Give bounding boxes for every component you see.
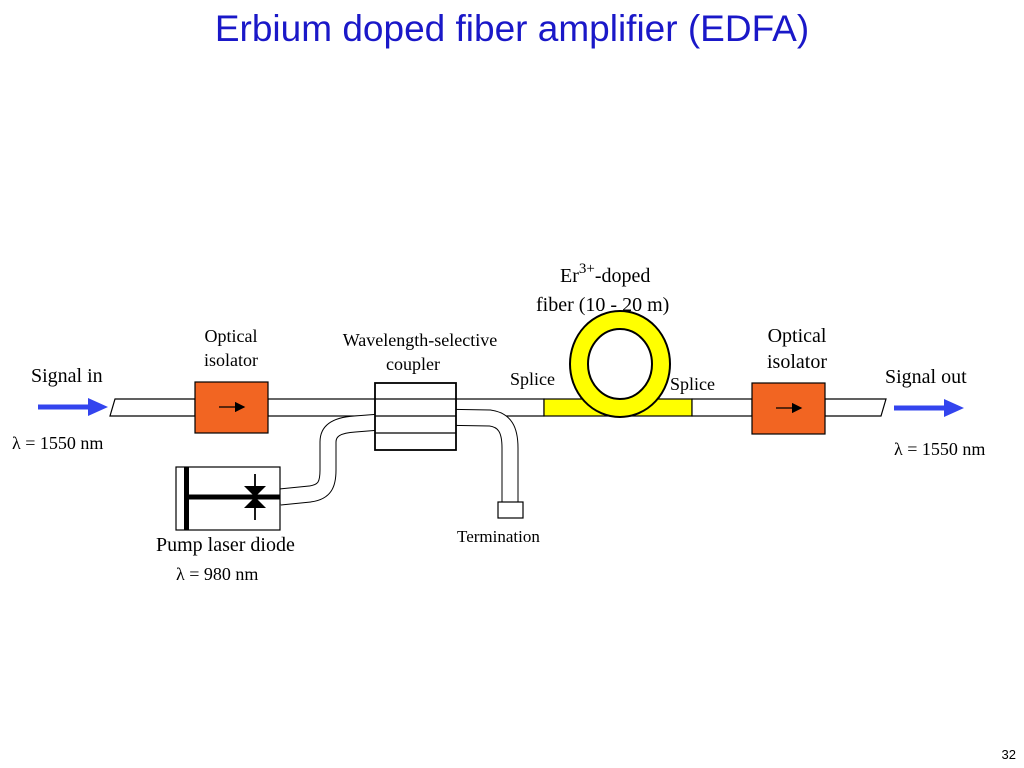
isolator-right-label-line2: isolator bbox=[767, 351, 827, 373]
pump-wavelength: λ = 980 nm bbox=[176, 564, 258, 584]
fiber-segment-splice-to-isolator bbox=[691, 398, 753, 417]
splice-right-label: Splice bbox=[670, 374, 715, 394]
page-number: 32 bbox=[1001, 747, 1016, 762]
isolator-right-label-line1: Optical bbox=[768, 325, 827, 347]
slide-title: Erbium doped fiber amplifier (EDFA) bbox=[214, 8, 810, 49]
fiber-segment-isolator-to-coupler bbox=[267, 398, 376, 417]
pump-laser-diode bbox=[175, 466, 281, 531]
termination-cap bbox=[497, 501, 524, 519]
signal-out-arrow-icon bbox=[894, 399, 964, 417]
signal-in-label: Signal in bbox=[31, 365, 103, 387]
signal-out-wavelength: λ = 1550 nm bbox=[894, 439, 985, 459]
erbium-fiber-label-line2: fiber (10 - 20 m) bbox=[536, 294, 669, 316]
signal-out-label: Signal out bbox=[885, 366, 967, 388]
termination-label: Termination bbox=[457, 527, 540, 546]
fiber-segment-output bbox=[824, 398, 887, 417]
erbium-fiber-label-line1: Er3+-doped bbox=[560, 261, 650, 287]
wavelength-selective-coupler bbox=[374, 382, 457, 451]
optical-isolator-right bbox=[751, 382, 826, 435]
coupler-label-line1: Wavelength-selective bbox=[343, 330, 497, 350]
erbium-doped-fiber bbox=[543, 310, 693, 418]
fiber-segment-input bbox=[109, 398, 196, 417]
isolator-left-label-line2: isolator bbox=[204, 350, 258, 370]
optical-isolator-left bbox=[194, 381, 269, 434]
signal-in-wavelength: λ = 1550 nm bbox=[12, 433, 103, 453]
signal-in-arrow-icon bbox=[38, 398, 108, 416]
coupler-label-line2: coupler bbox=[386, 354, 440, 374]
pump-laser-label: Pump laser diode bbox=[156, 534, 295, 556]
isolator-left-label-line1: Optical bbox=[205, 326, 258, 346]
splice-left-label: Splice bbox=[510, 369, 555, 389]
